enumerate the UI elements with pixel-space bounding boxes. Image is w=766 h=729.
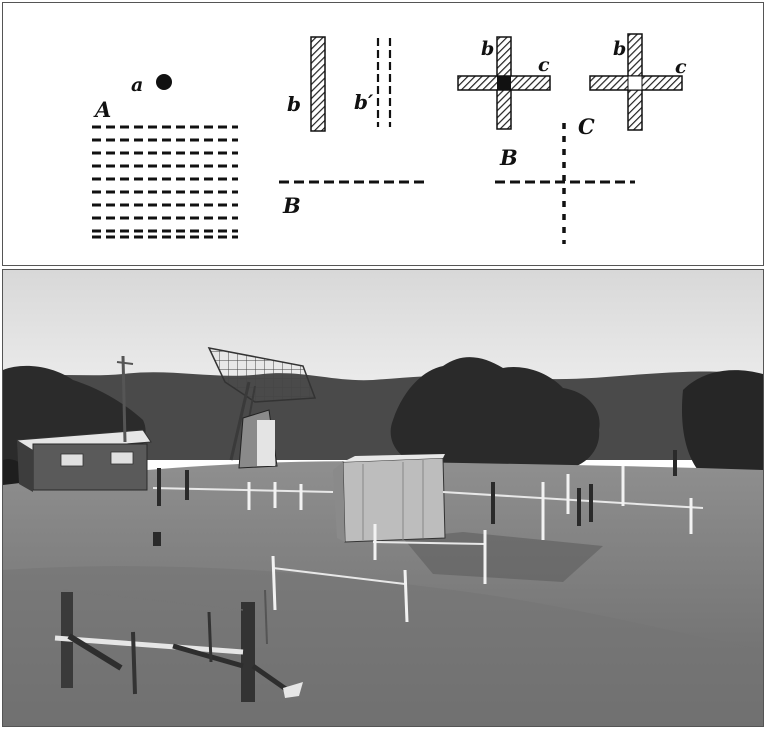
label-b: b (287, 92, 301, 116)
cross-hollow-center: b c (590, 34, 687, 130)
stake (153, 532, 161, 546)
diagram-panel: a A b b′ B (2, 2, 764, 266)
hut (17, 430, 151, 492)
dashed-bar-b-prime (378, 38, 390, 127)
dashed-cross-BC: C B (495, 114, 635, 244)
mast-pole (123, 356, 125, 442)
label-b-prime: b′ (354, 90, 374, 114)
solid-center (497, 76, 511, 90)
photo-panel (2, 269, 764, 727)
cross-solid-center: b c (458, 37, 550, 129)
label-a: a (131, 74, 143, 96)
label-b-cross1: b (481, 38, 494, 60)
box-shelter (333, 454, 445, 542)
field-photograph (3, 270, 763, 726)
hatched-bar-b (311, 37, 325, 131)
dashed-grid-A (92, 127, 238, 237)
antenna-diagram: a A b b′ B (3, 3, 763, 265)
point-a-dot (156, 74, 172, 90)
section-b: b b′ B (279, 37, 425, 218)
label-b-cross2: b (613, 38, 626, 60)
sky (3, 270, 763, 390)
label-A: A (93, 97, 111, 122)
label-B-cross: B (499, 145, 518, 170)
hollow-center (628, 76, 642, 90)
array-A: a A (92, 74, 238, 237)
label-B: B (282, 193, 301, 218)
label-C: C (578, 114, 595, 139)
label-c-cross2: c (675, 56, 687, 78)
label-c-cross1: c (538, 54, 550, 76)
